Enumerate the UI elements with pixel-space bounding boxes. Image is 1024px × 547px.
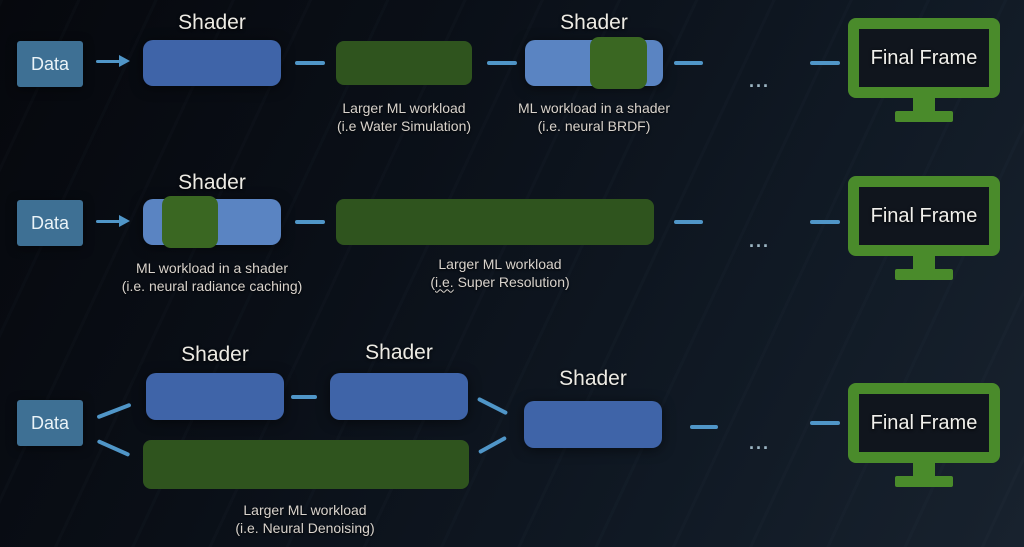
shader-box: [330, 373, 468, 420]
connector-dash: [674, 61, 703, 65]
connector-dash: [810, 220, 840, 224]
connector-dash: [295, 61, 325, 65]
ellipsis: ...: [749, 231, 771, 251]
monitor-base-icon: [895, 476, 953, 487]
caption-larger-ml-workload: Larger ML workload (i.e. Super Resolutio…: [430, 256, 570, 290]
connector-dash: [487, 61, 517, 65]
ml-workload-box: [336, 41, 472, 85]
shader-heading: Shader: [178, 171, 246, 194]
final-frame-label: Final Frame: [870, 411, 978, 434]
caption-ml-in-shader: ML workload in a shader (i.e. neural rad…: [121, 260, 303, 294]
connector-dash: [690, 425, 718, 429]
data-label: Data: [30, 212, 70, 233]
final-frame-label: Final Frame: [870, 46, 978, 69]
caption-ml-in-shader: ML workload in a shader (i.e. neural BRD…: [517, 100, 670, 134]
shader-heading: Shader: [560, 11, 628, 34]
shader-with-ml-box: [143, 196, 281, 248]
ml-inner-block: [590, 37, 647, 89]
shader-box: [146, 373, 284, 420]
shader-box: [143, 40, 281, 86]
monitor-screen-icon: Final Frame: [848, 18, 1000, 98]
data-label: Data: [30, 412, 70, 433]
shader-heading: Shader: [559, 367, 627, 390]
monitor-screen-icon: Final Frame: [848, 176, 1000, 256]
final-frame-label: Final Frame: [870, 204, 978, 227]
shader-heading: Shader: [365, 341, 433, 364]
data-label: Data: [30, 53, 70, 74]
arrow-head-icon: [119, 215, 130, 227]
ellipsis: ...: [749, 71, 771, 91]
connector-dash: [291, 395, 317, 399]
arrow-line: [96, 220, 120, 223]
ml-inner-block: [162, 196, 218, 248]
monitor-stand-icon: [913, 256, 935, 269]
monitor-base-icon: [895, 269, 953, 280]
final-frame-monitor: Final Frame: [848, 18, 1000, 122]
data-box: Data: [17, 400, 83, 446]
branch-connector-up: [96, 402, 132, 420]
monitor-screen-icon: Final Frame: [848, 383, 1000, 463]
caption-larger-ml-workload: Larger ML workload (i.e. Neural Denoisin…: [235, 502, 375, 536]
ml-workload-box-wide: [143, 440, 469, 489]
data-box: Data: [17, 200, 83, 246]
data-box: Data: [17, 41, 83, 87]
connector-dash: [810, 421, 840, 425]
shader-with-ml-box: [525, 37, 663, 89]
shader-box: [524, 401, 662, 448]
final-frame-monitor: Final Frame: [848, 383, 1000, 487]
connector-dash: [674, 220, 703, 224]
monitor-stand-icon: [913, 463, 935, 476]
arrow-line: [96, 60, 120, 63]
shader-heading: Shader: [181, 343, 249, 366]
shader-heading: Shader: [178, 11, 246, 34]
merge-connector-upper: [476, 396, 509, 416]
final-frame-monitor: Final Frame: [848, 176, 1000, 280]
connector-dash: [810, 61, 840, 65]
monitor-stand-icon: [913, 98, 935, 111]
ellipsis: ...: [749, 433, 771, 453]
arrow-head-icon: [119, 55, 130, 67]
merge-connector-lower: [477, 435, 508, 455]
connector-dash: [295, 220, 325, 224]
monitor-base-icon: [895, 111, 953, 122]
branch-connector-down: [96, 439, 131, 457]
caption-larger-ml-workload: Larger ML workload (i.e Water Simulation…: [336, 100, 472, 134]
underlined-ie: i.e.: [435, 273, 454, 290]
ml-workload-box-wide: [336, 199, 654, 245]
